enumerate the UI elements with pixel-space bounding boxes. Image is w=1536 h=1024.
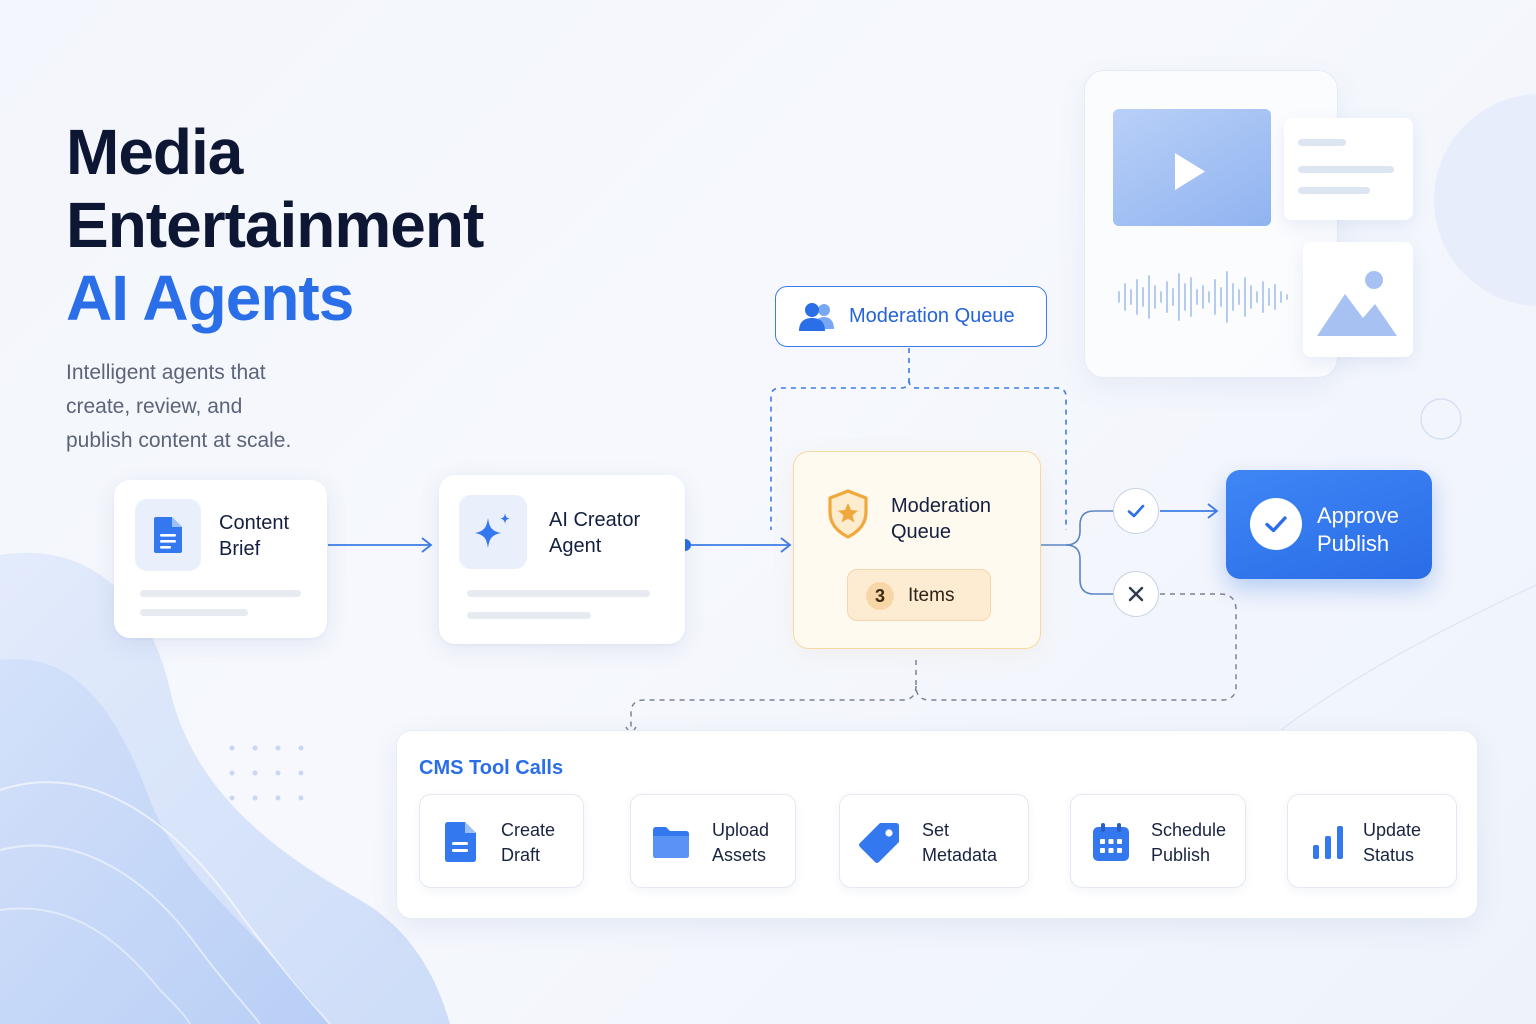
label-line: Brief [219, 538, 261, 560]
reject-decision[interactable] [1113, 571, 1159, 617]
cms-panel-title: CMS Tool Calls [419, 757, 564, 779]
tool-label: Upload Assets [712, 818, 769, 868]
title-line-media: Media [66, 116, 243, 188]
label-line: Queue [891, 521, 952, 543]
tool-label: Set Metadata [922, 818, 997, 868]
subtitle-line: publish content at scale. [66, 429, 292, 452]
moderation-queue-header-label: Moderation Queue [849, 305, 1015, 327]
document-icon [445, 822, 476, 862]
tool-update-status[interactable]: Update Status [1287, 794, 1457, 888]
tool-label: Update Status [1363, 818, 1421, 868]
moderation-queue-label: Moderation Queue [891, 493, 991, 545]
check-icon [1127, 504, 1145, 518]
document-tile [1284, 118, 1413, 220]
tool-label: Schedule Publish [1151, 818, 1226, 868]
bar-chart-icon [1313, 826, 1343, 859]
tag-icon [859, 823, 899, 863]
label-line: Schedule [1151, 820, 1227, 840]
document-lines-icon [1298, 139, 1394, 194]
tool-schedule-publish[interactable]: Schedule Publish [1070, 794, 1246, 888]
approve-publish-button[interactable]: Approve Publish [1226, 470, 1432, 579]
image-tile [1303, 242, 1413, 357]
tool-upload-assets[interactable]: Upload Assets [630, 794, 796, 888]
label-line: Update [1363, 820, 1422, 840]
content-brief-card[interactable]: Content Brief [114, 480, 327, 638]
label-line: Approve [1317, 503, 1399, 528]
label-line: Upload [712, 820, 770, 840]
label-line: Publish [1151, 845, 1211, 865]
items-label: Items [908, 585, 955, 606]
title-line-entertainment: Entertainment [66, 189, 484, 261]
play-icon [1175, 153, 1205, 190]
waveform-icon [1118, 271, 1288, 323]
folder-icon [653, 827, 689, 858]
moderation-queue-card[interactable]: Moderation Queue 3 Items [793, 451, 1041, 649]
label-line: Metadata [922, 845, 998, 865]
tool-icon [438, 819, 482, 865]
tool-label: Create Draft [501, 818, 555, 868]
label-line: Assets [712, 845, 767, 865]
items-badge: 3 Items [847, 569, 991, 621]
tool-icon [649, 819, 693, 865]
skeleton-line [467, 590, 650, 597]
video-tile [1113, 109, 1271, 226]
ai-creator-agent-card[interactable]: AI Creator Agent [439, 475, 685, 644]
skeleton-line [467, 612, 591, 619]
document-icon [154, 517, 182, 553]
subtitle-line: Intelligent agents that [66, 361, 266, 384]
label-line: Agent [549, 535, 602, 557]
label-line: Publish [1317, 531, 1390, 556]
label-line: AI Creator [549, 509, 641, 531]
label-line: Create [501, 820, 556, 840]
content-brief-icon-tile [135, 499, 201, 571]
approve-publish-label: Approve Publish [1317, 502, 1399, 558]
sparkle-icon [475, 513, 510, 548]
label-line: Status [1363, 845, 1415, 865]
shield-star-icon [828, 489, 868, 539]
x-icon [1128, 586, 1144, 602]
creator-agent-label: AI Creator Agent [549, 507, 640, 559]
page-subtitle: Intelligent agents that create, review, … [66, 356, 366, 458]
skeleton-line [140, 590, 301, 597]
cms-tool-calls-panel: CMS Tool Calls Create Draft Upload Asset… [396, 730, 1478, 919]
page-title: Media Entertainment AI Agents [66, 116, 484, 335]
label-line: Moderation [891, 495, 992, 517]
tool-icon [1306, 819, 1350, 865]
users-icon [799, 303, 834, 331]
label-line: Set [922, 820, 950, 840]
skeleton-line [140, 609, 248, 616]
tool-create-draft[interactable]: Create Draft [419, 794, 584, 888]
tool-icon [858, 819, 902, 865]
title-accent: AI Agents [66, 262, 354, 334]
label-line: Draft [501, 845, 541, 865]
approve-check-badge [1250, 498, 1302, 550]
content-brief-label: Content Brief [219, 510, 289, 562]
subtitle-line: create, review, and [66, 395, 243, 418]
tool-set-metadata[interactable]: Set Metadata [839, 794, 1029, 888]
creator-agent-icon-tile [459, 495, 527, 569]
label-line: Content [219, 512, 290, 534]
check-icon [1265, 516, 1287, 533]
items-count: 3 [866, 582, 894, 610]
tool-icon [1089, 819, 1133, 865]
calendar-icon [1093, 823, 1129, 861]
image-icon [1317, 271, 1397, 336]
approve-decision[interactable] [1113, 488, 1159, 534]
moderation-queue-header[interactable]: Moderation Queue [775, 286, 1047, 347]
